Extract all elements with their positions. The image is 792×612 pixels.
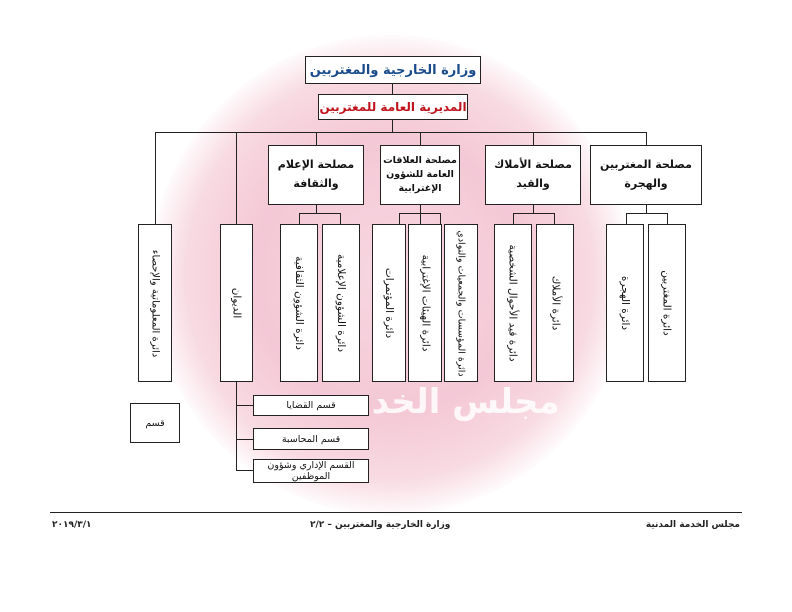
connector xyxy=(299,213,341,214)
connector xyxy=(420,132,421,145)
connector xyxy=(155,132,156,224)
connector xyxy=(392,120,393,132)
connector xyxy=(667,213,668,224)
connector xyxy=(236,470,253,471)
connector xyxy=(340,213,341,224)
connector xyxy=(554,213,555,224)
agency-properties-registry: مصلحة الأملاك والقيد xyxy=(485,145,581,205)
dept-migration: دائرة الهجرة xyxy=(606,224,644,382)
dept-institutions-associations: دائرة المؤسسات والجمعيات والنوادي xyxy=(444,224,478,382)
connector xyxy=(236,382,237,471)
connector xyxy=(513,213,514,224)
agency-media-culture: مصلحة الإعلام والثقافة xyxy=(268,145,364,205)
connector xyxy=(646,132,647,145)
dept-informatics-statistics: دائرة المعلوماتية والإحصاء xyxy=(138,224,172,382)
connector xyxy=(420,213,421,224)
section-cases: قسم القضايا xyxy=(253,395,369,416)
connector xyxy=(626,213,627,224)
footer-council: مجلس الخدمة المدنية xyxy=(645,520,740,530)
main-horizontal-line xyxy=(155,132,647,133)
connector xyxy=(440,213,441,224)
connector xyxy=(236,439,253,440)
diwan-box: الديوان xyxy=(220,224,253,382)
dept-conferences: دائرة المؤتمرات xyxy=(372,224,406,382)
connector xyxy=(533,205,534,213)
general-directorate-box: المديرية العامة للمغتربين xyxy=(318,94,468,120)
agency-public-relations: مصلحة العلاقات العامة للشؤون الإغترابية xyxy=(380,145,460,205)
connector xyxy=(316,205,317,213)
info-section-box: قسم xyxy=(130,403,180,443)
connector xyxy=(236,405,253,406)
section-administration: القسم الإداري وشؤون الموظفين xyxy=(253,459,369,483)
connector xyxy=(316,132,317,145)
section-accounting: قسم المحاسبة xyxy=(253,428,369,450)
footer-rule xyxy=(50,512,742,513)
dept-media-affairs: دائرة الشؤون الإعلامية xyxy=(322,224,360,382)
footer-page-label: وزارة الخارجية والمغتربين – ٢/٢ xyxy=(310,520,451,530)
connector xyxy=(626,213,668,214)
connector xyxy=(299,213,300,224)
dept-expatriate-bodies: دائرة الهيئات الإغترابية xyxy=(408,224,442,382)
footer-date: ٢٠١٩/٣/١ xyxy=(52,520,92,530)
dept-properties: دائرة الأملاك xyxy=(536,224,574,382)
connector xyxy=(420,205,421,213)
connector xyxy=(513,213,555,214)
connector xyxy=(236,132,237,224)
agency-emigrants-migration: مصلحة المغتربين والهجرة xyxy=(590,145,702,205)
connector xyxy=(646,205,647,213)
dept-civil-status: دائرة قيد الأحوال الشخصية xyxy=(494,224,532,382)
dept-emigrants: دائرة المغتربين xyxy=(648,224,686,382)
connector xyxy=(399,213,400,224)
connector xyxy=(533,132,534,145)
ministry-box: وزارة الخارجية والمغتربين xyxy=(305,56,481,84)
connector xyxy=(392,84,393,94)
dept-cultural-affairs: دائرة الشؤون الثقافية xyxy=(280,224,318,382)
